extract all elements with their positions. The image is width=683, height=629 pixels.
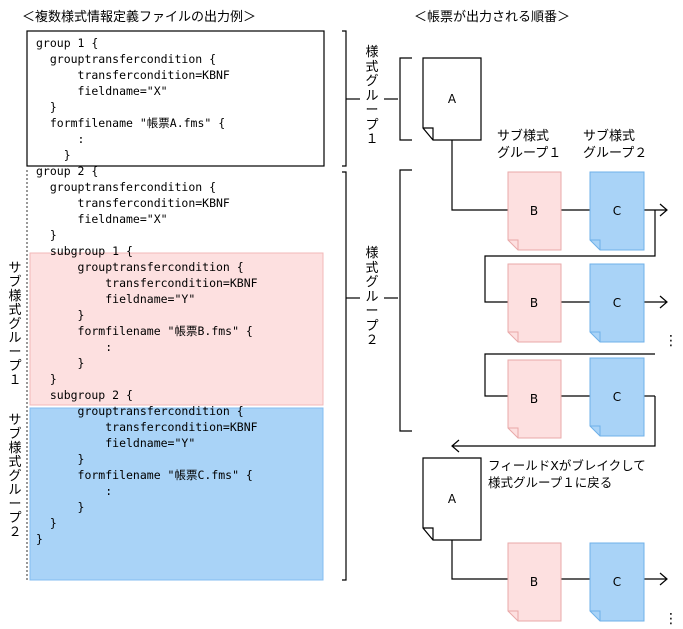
code-line: } <box>36 500 85 514</box>
document-c-label: C <box>613 296 621 310</box>
code-line: : <box>36 484 113 498</box>
document-b <box>507 171 562 251</box>
code-line: grouptransfercondition { <box>36 404 244 418</box>
document-b-label: B <box>530 204 538 218</box>
loop-connector <box>484 353 655 397</box>
code-line: } <box>36 452 85 466</box>
document-c <box>589 171 645 251</box>
connector-a-to-b <box>451 536 508 580</box>
right-title: ＜帳票が出力される順番＞ <box>414 10 571 25</box>
arrow-head <box>659 295 668 309</box>
code-line: formfilename "帳票A.fms" { <box>36 116 226 130</box>
code-line: : <box>36 132 85 146</box>
code-line: fieldname="X" <box>36 212 168 226</box>
code-line: } <box>36 100 57 114</box>
document-a-label: A <box>448 92 457 106</box>
code-line: subgroup 1 { <box>36 244 133 258</box>
document-a <box>422 457 482 541</box>
code-line: } <box>36 532 43 546</box>
code-line: subgroup 2 { <box>36 388 133 402</box>
continuation-ellipsis: ⋮ <box>664 611 678 627</box>
document-b <box>507 542 562 622</box>
code-line: transfercondition=KBNF <box>36 276 258 290</box>
group2-label: 様式グループ２ <box>365 246 379 348</box>
code-line: } <box>36 516 57 530</box>
document-b-label: B <box>530 575 538 589</box>
code-line: fieldname="Y" <box>36 436 196 450</box>
code-line: : <box>36 340 113 354</box>
code-line: group 1 { <box>36 36 99 50</box>
group1-box <box>26 30 325 167</box>
document-b <box>507 263 562 343</box>
document-c <box>589 263 645 343</box>
code-line: grouptransfercondition { <box>36 260 244 274</box>
return-connector <box>452 396 656 447</box>
document-b-label: B <box>530 296 538 310</box>
document-c-label: C <box>613 204 621 218</box>
code-line: grouptransfercondition { <box>36 52 217 66</box>
document-c-label: C <box>613 575 621 589</box>
code-line: } <box>36 372 57 386</box>
code-line: grouptransfercondition { <box>36 180 217 194</box>
code-line: formfilename "帳票C.fms" { <box>36 468 253 482</box>
code-line: transfercondition=KBNF <box>36 196 230 210</box>
code-line: fieldname="X" <box>36 84 168 98</box>
continuation-ellipsis: ⋮ <box>664 333 678 349</box>
document-a <box>422 57 482 141</box>
code-line: fieldname="Y" <box>36 292 196 306</box>
break-note: フィールドXがブレイクして 様式グループ１に戻る <box>488 458 646 490</box>
document-a-label: A <box>448 492 457 506</box>
group1-bracket <box>342 30 347 167</box>
arrow-head <box>659 572 668 586</box>
document-b <box>507 359 562 439</box>
document-c-label: C <box>613 390 621 404</box>
code-line: } <box>36 356 85 370</box>
code-listing: group 1 { grouptransfercondition { trans… <box>36 35 258 547</box>
code-line: formfilename "帳票B.fms" { <box>36 324 253 338</box>
document-c <box>589 542 645 622</box>
left-title: ＜複数様式情報定義ファイルの出力例＞ <box>22 10 257 25</box>
connector-a-to-b <box>451 138 508 211</box>
document-b-label: B <box>530 392 538 406</box>
code-line: group 2 { <box>36 164 99 178</box>
code-line: } <box>36 148 71 162</box>
column-label-subgroup2: サブ様式 グループ２ <box>583 129 648 161</box>
code-line: } <box>36 308 85 322</box>
group2-flow-bracket <box>399 169 412 432</box>
group2-bracket <box>342 171 347 581</box>
column-label-subgroup1: サブ様式 グループ１ <box>497 129 562 161</box>
subgroup1-side-label: サブ様式グループ１ <box>8 261 22 388</box>
code-line: transfercondition=KBNF <box>36 68 230 82</box>
subgroup2-highlight <box>29 407 324 581</box>
subgroup2-side-label: サブ様式グループ２ <box>8 413 22 540</box>
code-line: transfercondition=KBNF <box>36 420 258 434</box>
group1-label: 様式グループ１ <box>365 45 379 147</box>
code-line: } <box>36 228 57 242</box>
group1-flow-bracket <box>399 57 412 141</box>
subgroup1-highlight <box>29 252 324 406</box>
arrow-head <box>659 203 668 217</box>
loop-connector <box>484 210 656 303</box>
arrow-head <box>451 439 460 453</box>
document-c <box>589 357 645 437</box>
